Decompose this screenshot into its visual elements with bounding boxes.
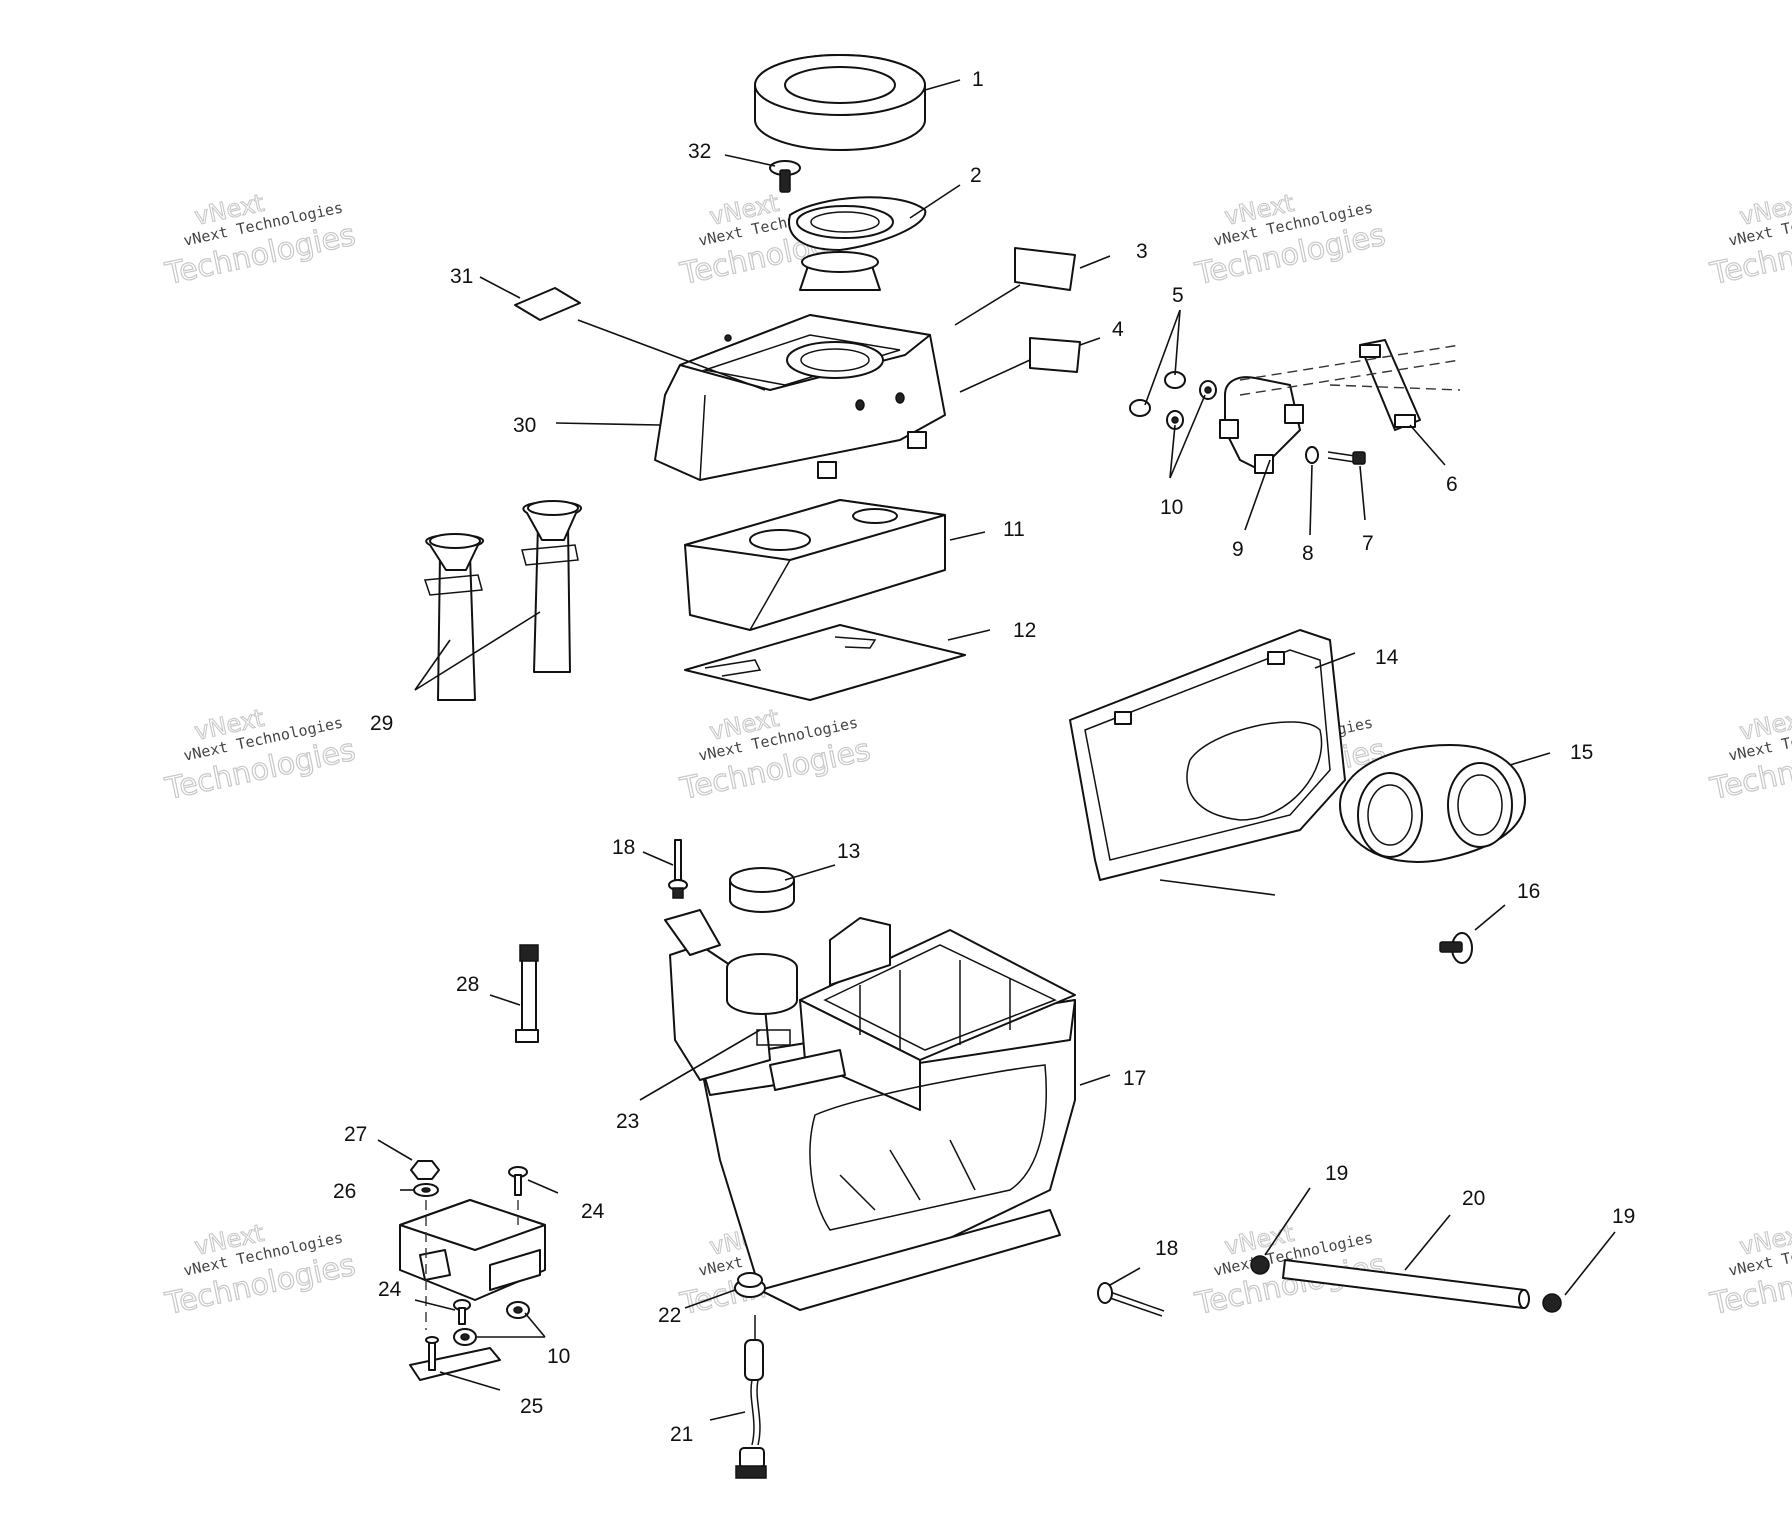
part-18-bolt-upper bbox=[668, 839, 688, 899]
part-15-dual-flange bbox=[1339, 744, 1526, 863]
callout-21: 21 bbox=[670, 1423, 693, 1446]
callout-24-lower: 24 bbox=[378, 1278, 402, 1301]
part-12-gasket bbox=[684, 624, 966, 701]
callout-9: 9 bbox=[1232, 538, 1244, 561]
watermark: vNext vNext Technologies Technologies bbox=[676, 703, 874, 807]
watermark: vNext vNext Technologies Technologies bbox=[161, 188, 359, 292]
callout-3: 3 bbox=[1136, 240, 1148, 263]
callout-17: 17 bbox=[1123, 1067, 1146, 1090]
part-17-airbox-body bbox=[664, 909, 1076, 1311]
callout-26: 26 bbox=[333, 1180, 356, 1203]
part-14-side-plate bbox=[1069, 629, 1346, 881]
part-9-ignition-coil bbox=[1219, 376, 1304, 474]
callout-14: 14 bbox=[1375, 646, 1399, 669]
part-21-sensor bbox=[735, 1315, 767, 1479]
part-5-spacers bbox=[1129, 371, 1186, 417]
leader-lines bbox=[377, 79, 1616, 1421]
part-7-bolt bbox=[1327, 451, 1366, 465]
callout-30: 30 bbox=[513, 414, 536, 437]
part-27-nut bbox=[410, 1160, 440, 1180]
callout-10: 10 bbox=[1160, 496, 1183, 519]
callout-19-right: 19 bbox=[1612, 1205, 1635, 1228]
part-10-washers bbox=[1166, 380, 1217, 430]
callout-25: 25 bbox=[520, 1395, 543, 1418]
callout-15: 15 bbox=[1570, 741, 1593, 764]
callout-11: 11 bbox=[1003, 518, 1025, 541]
callout-12: 12 bbox=[1013, 619, 1036, 642]
part-22-grommet bbox=[734, 1272, 766, 1298]
part-13-cap bbox=[729, 867, 795, 913]
part-19-clip-right bbox=[1542, 1293, 1562, 1313]
callout-2: 2 bbox=[970, 164, 982, 187]
part-32-screw bbox=[769, 160, 801, 193]
callout-16: 16 bbox=[1517, 880, 1540, 903]
callout-22: 22 bbox=[658, 1304, 681, 1327]
callout-19-left: 19 bbox=[1325, 1162, 1348, 1185]
watermark: vNext vNext Technologies Technologies bbox=[161, 1218, 359, 1322]
part-cdi-box bbox=[399, 1199, 546, 1301]
part-11-filter-block bbox=[684, 499, 946, 631]
part-16-screw bbox=[1439, 932, 1473, 964]
callout-29: 29 bbox=[370, 712, 393, 735]
callout-7: 7 bbox=[1362, 532, 1374, 555]
callout-8: 8 bbox=[1302, 542, 1314, 565]
part-8-washer bbox=[1305, 446, 1319, 464]
part-28-latch bbox=[515, 944, 539, 1043]
watermark: vNext vNext Technologies Technologies bbox=[1706, 188, 1792, 292]
part-2-intake-adapter bbox=[788, 196, 927, 291]
watermark: vNext vNext Technologies Technologies bbox=[1191, 188, 1389, 292]
part-25-bracket bbox=[409, 1336, 501, 1381]
part-6-bracket bbox=[1359, 339, 1421, 431]
callout-4: 4 bbox=[1112, 318, 1124, 341]
part-31-decal bbox=[514, 287, 581, 321]
cdi-mount-dash-lines bbox=[425, 1200, 519, 1330]
callout-23: 23 bbox=[616, 1110, 639, 1133]
callout-10-lower: 10 bbox=[547, 1345, 570, 1368]
part-4-decal bbox=[1029, 337, 1081, 373]
callout-24-upper: 24 bbox=[581, 1200, 605, 1223]
callout-32: 32 bbox=[688, 140, 711, 163]
part-10-grommets bbox=[453, 1301, 530, 1346]
watermark: vNext vNext Technologies Technologies bbox=[161, 703, 359, 807]
callout-18-lower: 18 bbox=[1155, 1237, 1178, 1260]
part-20-rod bbox=[1282, 1259, 1530, 1309]
callout-20: 20 bbox=[1462, 1187, 1485, 1210]
callout-5: 5 bbox=[1172, 284, 1184, 307]
part-19-clip-left bbox=[1250, 1255, 1270, 1275]
part-1-foam-ring bbox=[754, 54, 926, 151]
watermark: vNext vNext Technologies Technologies bbox=[1706, 703, 1792, 807]
callout-13: 13 bbox=[837, 840, 860, 863]
callout-1: 1 bbox=[972, 68, 984, 91]
part-24-screw-upper bbox=[508, 1166, 528, 1196]
part-24-screw-lower bbox=[453, 1299, 471, 1325]
callout-6: 6 bbox=[1446, 473, 1458, 496]
watermark: vNext vNext Technologies Technologies bbox=[1706, 1218, 1792, 1322]
callout-labels: 1 32 2 3 4 31 30 11 12 29 14 15 16 5 10 … bbox=[333, 68, 1635, 1446]
part-26-washer bbox=[413, 1183, 439, 1197]
part-29-intake-tubes bbox=[423, 500, 582, 701]
part-18-bolt-lower bbox=[1097, 1282, 1165, 1317]
part-30-airbox-lid bbox=[654, 314, 946, 481]
callout-27: 27 bbox=[344, 1123, 367, 1146]
callout-31: 31 bbox=[450, 265, 473, 288]
part-3-decal bbox=[1014, 247, 1076, 291]
mounting-dash-lines bbox=[1239, 344, 1461, 396]
callout-28: 28 bbox=[456, 973, 479, 996]
callout-18-upper: 18 bbox=[612, 836, 635, 859]
